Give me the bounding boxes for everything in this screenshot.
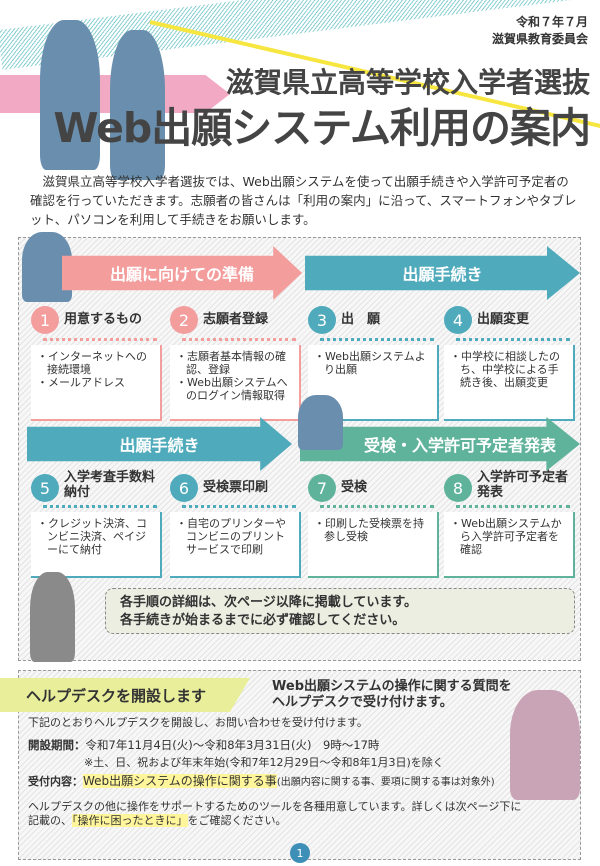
step-item: メールアドレス	[37, 376, 156, 389]
content-note: (出願内容に関する事、要項に関する事は対象外)	[276, 777, 495, 788]
footer-pre: 記載の、	[28, 814, 72, 827]
step-dotted-connector	[456, 505, 570, 508]
step-number-badge: 1	[31, 306, 59, 334]
page-title-line1: 滋賀県立高等学校入学者選抜	[225, 66, 590, 99]
step-card: インターネットへの接続環境メールアドレス	[31, 345, 162, 421]
step-number-badge: 3	[308, 306, 336, 334]
page-number: 1	[290, 843, 310, 863]
content-highlight: Web出願システムの操作に関する事	[83, 774, 277, 788]
step-title: 出 願	[341, 312, 381, 327]
page-title-line2: Web出願システム利用の案内	[53, 104, 591, 152]
step-dotted-connector	[320, 505, 434, 508]
step-card: Web出願システムから入学許可予定者を確認	[444, 512, 575, 578]
step-item: Web出願システムより出願	[314, 350, 433, 376]
student-writing-illustration	[298, 395, 343, 450]
helpdesk-footer-line1: ヘルプデスクの他に操作をサポートするためのツールを各種用意しています。詳しくは次…	[28, 800, 522, 813]
helpdesk-banner: ヘルプデスクを開設します	[0, 678, 250, 712]
step-card: Web出願システムより出願	[308, 345, 439, 421]
step-card: 中学校に相談したのち、中学校による手続き後、出願変更	[444, 345, 575, 421]
period-note: ※土、日、祝および年末年始(令和7年12月29日～令和8年1月3日)を除く	[84, 756, 444, 769]
intro-text: 滋賀県立高等学校入学者選抜では、Web出願システムを使って出願手続きや入学許可予…	[30, 174, 577, 227]
issue-date: 令和７年７月	[515, 15, 588, 29]
step-dotted-connector	[182, 338, 296, 341]
step-title: 受検票印刷	[203, 480, 269, 495]
running-student-girl-illustration	[110, 30, 165, 180]
step-card: クレジット決済、コンビニ決済、ペイジーにて納付	[31, 512, 162, 578]
step-number-badge: 5	[31, 474, 59, 502]
step-title: 受検	[341, 480, 368, 495]
running-student-boy-illustration	[40, 20, 100, 170]
step-item: 中学校に相談したのち、中学校による手続き後、出願変更	[450, 350, 569, 389]
step-dotted-connector	[320, 338, 434, 341]
period-value: 令和7年11月4日(火)～令和8年3月31日(火) 9時～17時	[85, 738, 380, 752]
step-dotted-connector	[43, 338, 157, 341]
step-title: 志願者登録	[203, 312, 269, 327]
step-item: Web出願システムから入学許可予定者を確認	[450, 517, 569, 556]
step-number-badge: 7	[308, 474, 336, 502]
step-item: クレジット決済、コンビニ決済、ペイジーにて納付	[37, 517, 156, 556]
issuer: 滋賀県教育委員会	[491, 32, 588, 46]
period-label: 開設期間：	[28, 738, 86, 752]
step-item: 自宅のプリンターやコンビニのプリントサービスで印刷	[176, 517, 295, 556]
step-item: Web出願システムへのログイン情報取得	[176, 376, 295, 402]
step-card: 印刷した受検票を持参し受検	[308, 512, 439, 578]
step-dotted-connector	[43, 505, 157, 508]
step-item: 志願者基本情報の確認、登録	[176, 350, 295, 376]
step-item: インターネットへの接続環境	[37, 350, 156, 376]
footer-post: をご確認ください。	[187, 814, 287, 827]
callout-line2: 各手続きが始まるまでに必ず確認してください。	[120, 613, 406, 628]
notice-callout: 各手順の詳細は、次ページ以降に掲載しています。 各手続きが始まるまでに必ず確認し…	[105, 588, 575, 634]
jumping-student-illustration	[510, 690, 580, 800]
step-number-badge: 2	[170, 306, 198, 334]
header-date-block: 令和７年７月 滋賀県教育委員会	[492, 14, 588, 48]
content-label: 受付内容：	[28, 775, 83, 788]
step-card: 志願者基本情報の確認、登録Web出願システムへのログイン情報取得	[170, 345, 301, 421]
helpdesk-lead: Web出願システムの操作に関する質問を ヘルプデスクで受け付けます。	[272, 679, 512, 711]
step-title: 用意するもの	[64, 312, 143, 327]
teacher-illustration	[30, 572, 75, 662]
step-title: 入学許可予定者発表	[477, 470, 569, 500]
helpdesk-body: 下記のとおりヘルプデスクを開設し、お問い合わせを受け付けます。 開設期間：令和7…	[28, 716, 521, 828]
step-card: 自宅のプリンターやコンビニのプリントサービスで印刷	[170, 512, 301, 578]
step-number-badge: 6	[170, 474, 198, 502]
step-dotted-connector	[182, 505, 296, 508]
step-title: 出願変更	[477, 312, 530, 327]
step-title: 入学考査手数料納付	[64, 470, 156, 500]
helpdesk-lead-line1: Web出願システムの操作に関する質問を	[272, 679, 512, 694]
helpdesk-intro: 下記のとおりヘルプデスクを開設し、お問い合わせを受け付けます。	[28, 716, 368, 729]
troubleshooting-link[interactable]: 「操作に困ったときに」	[72, 814, 188, 827]
step-dotted-connector	[456, 338, 570, 341]
step-number-badge: 8	[444, 474, 472, 502]
callout-line1: 各手順の詳細は、次ページ以降に掲載しています。	[120, 595, 418, 610]
step-number-badge: 4	[444, 306, 472, 334]
helpdesk-lead-line2: ヘルプデスクで受け付けます。	[272, 695, 453, 710]
step-item: 印刷した受検票を持参し受検	[314, 517, 433, 543]
